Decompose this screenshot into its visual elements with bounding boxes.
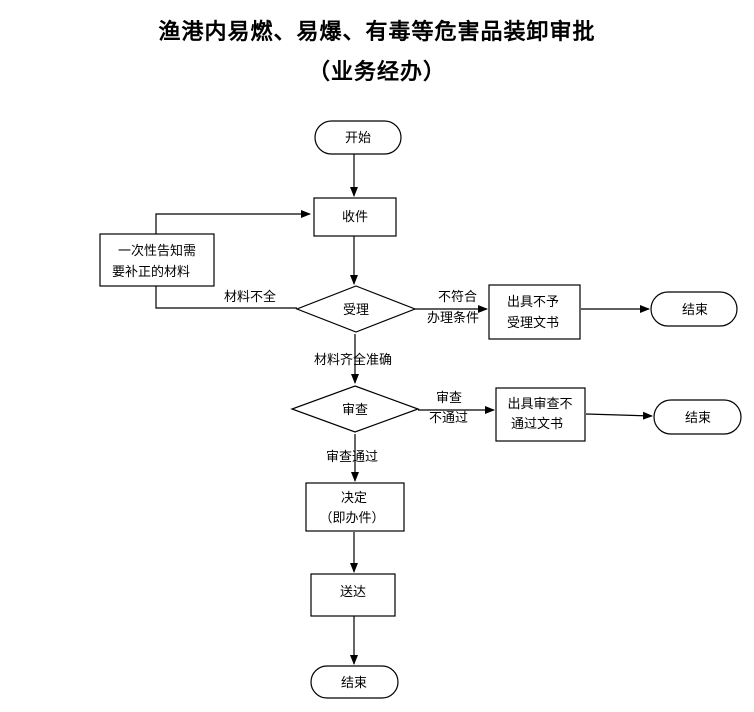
edge-label-review-fail-1: 审查 [436, 391, 462, 406]
start-node: 开始 [314, 120, 402, 155]
end1-label: 结束 [682, 303, 708, 318]
reject-review-line2: 通过文书 [511, 417, 563, 432]
arrow-reject-to-end2 [585, 411, 653, 420]
edge-label-not-meet-1: 不符合 [438, 289, 477, 305]
end2-label: 结束 [685, 411, 711, 426]
review-label: 审查 [342, 403, 368, 418]
page-title: 渔港内易燃、易爆、有毒等危害品装卸审批 [158, 19, 596, 45]
edge-label-review-pass: 审查通过 [326, 450, 378, 465]
accept-label: 受理 [343, 303, 369, 318]
end-node-1: 结束 [650, 291, 738, 327]
end3-label: 结束 [341, 676, 367, 691]
start-label: 开始 [345, 131, 371, 146]
deliver-label: 送达 [340, 585, 366, 600]
decide-node: 决定 （即办件） [305, 482, 405, 532]
reject-review-node: 出具审查不 通过文书 [495, 387, 586, 442]
end-node-3: 结束 [310, 665, 399, 699]
notify-label-line1: 一次性告知需 [118, 243, 196, 259]
decide-line2: （即办件） [319, 511, 384, 526]
reject-accept-line1: 出具不予 [507, 295, 559, 310]
decide-line1: 决定 [341, 491, 367, 506]
deliver-node: 送达 [310, 573, 396, 617]
notify-label-line2: 要补正的材料 [112, 264, 190, 280]
reject-review-line1: 出具审查不 [507, 397, 572, 412]
reject-accept-line2: 受理文书 [507, 316, 559, 331]
page-subtitle: （业务经办） [307, 59, 446, 85]
receive-label: 收件 [342, 210, 368, 225]
edge-label-incomplete: 材料不全 [224, 289, 276, 305]
review-node: 审查 [290, 385, 420, 433]
edge-label-complete: 材料齐全准确 [314, 352, 392, 368]
edge-label-not-meet-2: 办理条件 [427, 310, 479, 326]
notify-node: 一次性告知需 要补正的材料 [99, 233, 215, 287]
reject-accept-node: 出具不予 受理文书 [488, 284, 581, 340]
end-node-2: 结束 [653, 399, 742, 435]
accept-node: 受理 [295, 285, 417, 333]
edge-label-review-fail-2: 不通过 [429, 411, 468, 426]
receive-node: 收件 [313, 197, 397, 237]
